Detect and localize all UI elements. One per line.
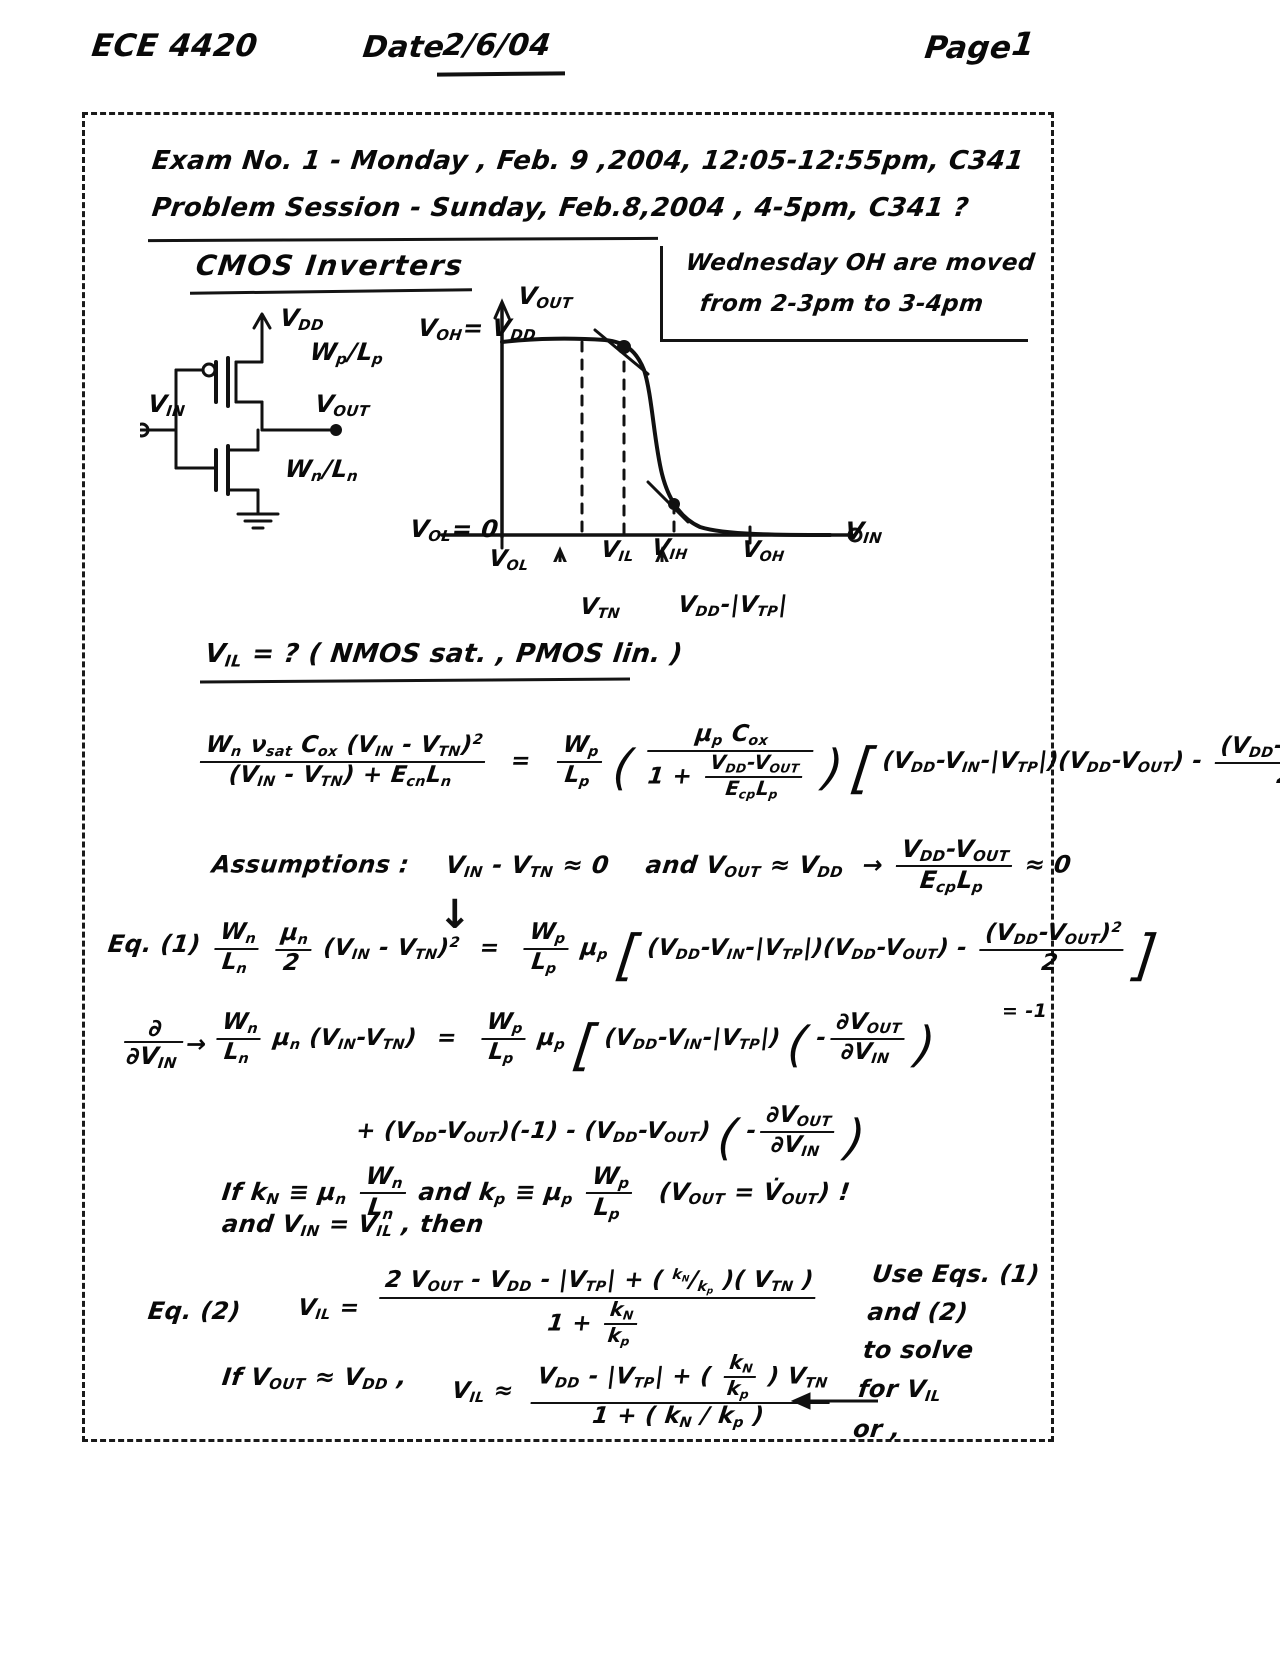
side-note-line-2: and (2): [865, 1298, 970, 1327]
plot-voh-label: VOH= VDD: [416, 314, 538, 345]
office-hours-box: [660, 246, 1028, 342]
derivative-operator: ∂∂VIN: [117, 1014, 191, 1073]
circuit-label-vdd: VDD: [278, 304, 325, 335]
equation-derivative-continued: + (VDD-VOUT)(-1) - (VDD-VOUT) ( -∂VOUT∂V…: [354, 1102, 869, 1166]
plot-tick-vol: VOL: [487, 546, 530, 574]
circuit-label-pmos-ratio: Wp/Lp: [308, 338, 385, 369]
cmos-inverter-schematic: [140, 312, 342, 530]
page-number: 1: [1009, 25, 1038, 63]
page-header: ECE 4420 Date 2/6/04 Page 1: [0, 0, 1280, 100]
circuit-label-nmos-ratio: Wn/Ln: [283, 455, 360, 486]
date-value: 2/6/04: [440, 28, 553, 63]
equation-2-tag: Eq. (2): [146, 1297, 243, 1325]
vtc-plot: [440, 298, 863, 562]
question-vil: VIL = ? ( NMOS sat. , PMOS lin. ): [203, 639, 685, 671]
side-note: Use Eqs. (1) and (2) to solve for VIL or…: [850, 1260, 1042, 1456]
equation-2: VIL = 2 VOUT - VDD - |VTP| + ( kN/kp )( …: [296, 1267, 816, 1349]
derivative-note: = -1: [1002, 1000, 1048, 1022]
equation-1-tag: Eq. (1): [106, 930, 203, 958]
page-label: Page: [922, 30, 1014, 66]
exam-announcement: Exam No. 1 - Monday , Feb. 9 ,2004, 12:0…: [150, 146, 1026, 176]
side-note-line-4: for VIL: [856, 1374, 943, 1405]
derivative-arrow: →: [184, 1030, 209, 1058]
note-frame: [82, 112, 1054, 1442]
side-note-line-1: Use Eqs. (1): [870, 1260, 1042, 1288]
plot-annotation-vdd-minus-vtp: VDD-|VTP|: [676, 592, 790, 620]
side-note-line-5: or ,: [851, 1415, 903, 1444]
date-underline: [436, 71, 566, 77]
office-hours-line-1: Wednesday OH are moved: [684, 250, 1037, 276]
derivation-down-arrow: ↓: [438, 892, 472, 938]
equation-main-lhs-fraction: Wn νsat Cox (VIN - VTN)2 (VIN - VTN) + E…: [196, 732, 488, 791]
problem-session-announcement: Problem Session - Sunday, Feb.8,2004 , 4…: [150, 193, 971, 223]
course-code: ECE 4420: [89, 28, 260, 64]
equation-3-condition: If VOUT ≈ VDD ,: [220, 1363, 409, 1394]
plot-tick-vih: VIH: [650, 535, 689, 563]
plot-tick-voh: VOH: [740, 537, 786, 565]
date-label: Date: [360, 30, 447, 65]
equation-main-wp-lp: Wp Lp: [553, 732, 605, 791]
circuit-label-vout: VOUT: [313, 390, 371, 421]
plot-vol-label: VOL= 0: [408, 515, 501, 546]
side-note-arrow: [790, 1392, 878, 1410]
plot-tick-vil: VIL: [599, 537, 635, 565]
assumptions-line: Assumptions : VIN - VTN ≈ 0 and VOUT ≈ V…: [210, 835, 1073, 896]
equation-main: Wn νsat Cox (VIN - VTN)2 (VIN - VTN) + E…: [191, 721, 1280, 802]
page-title: CMOS Inverters: [193, 249, 466, 282]
equation-main-bracket-body: (VDD-VIN-|VTP|)(VDD-VOUT) - (VDD-VOUT)22: [881, 733, 1280, 790]
circuit-label-vin: VIN: [146, 390, 187, 421]
side-note-line-3: to solve: [861, 1336, 976, 1365]
plot-annotation-vtn: VTN: [578, 594, 621, 622]
definitions-line-2: and VIN = VIL , then: [220, 1210, 486, 1241]
plot-x-axis-label: VIN: [843, 517, 884, 548]
plot-y-axis-label: VOUT: [516, 282, 574, 313]
